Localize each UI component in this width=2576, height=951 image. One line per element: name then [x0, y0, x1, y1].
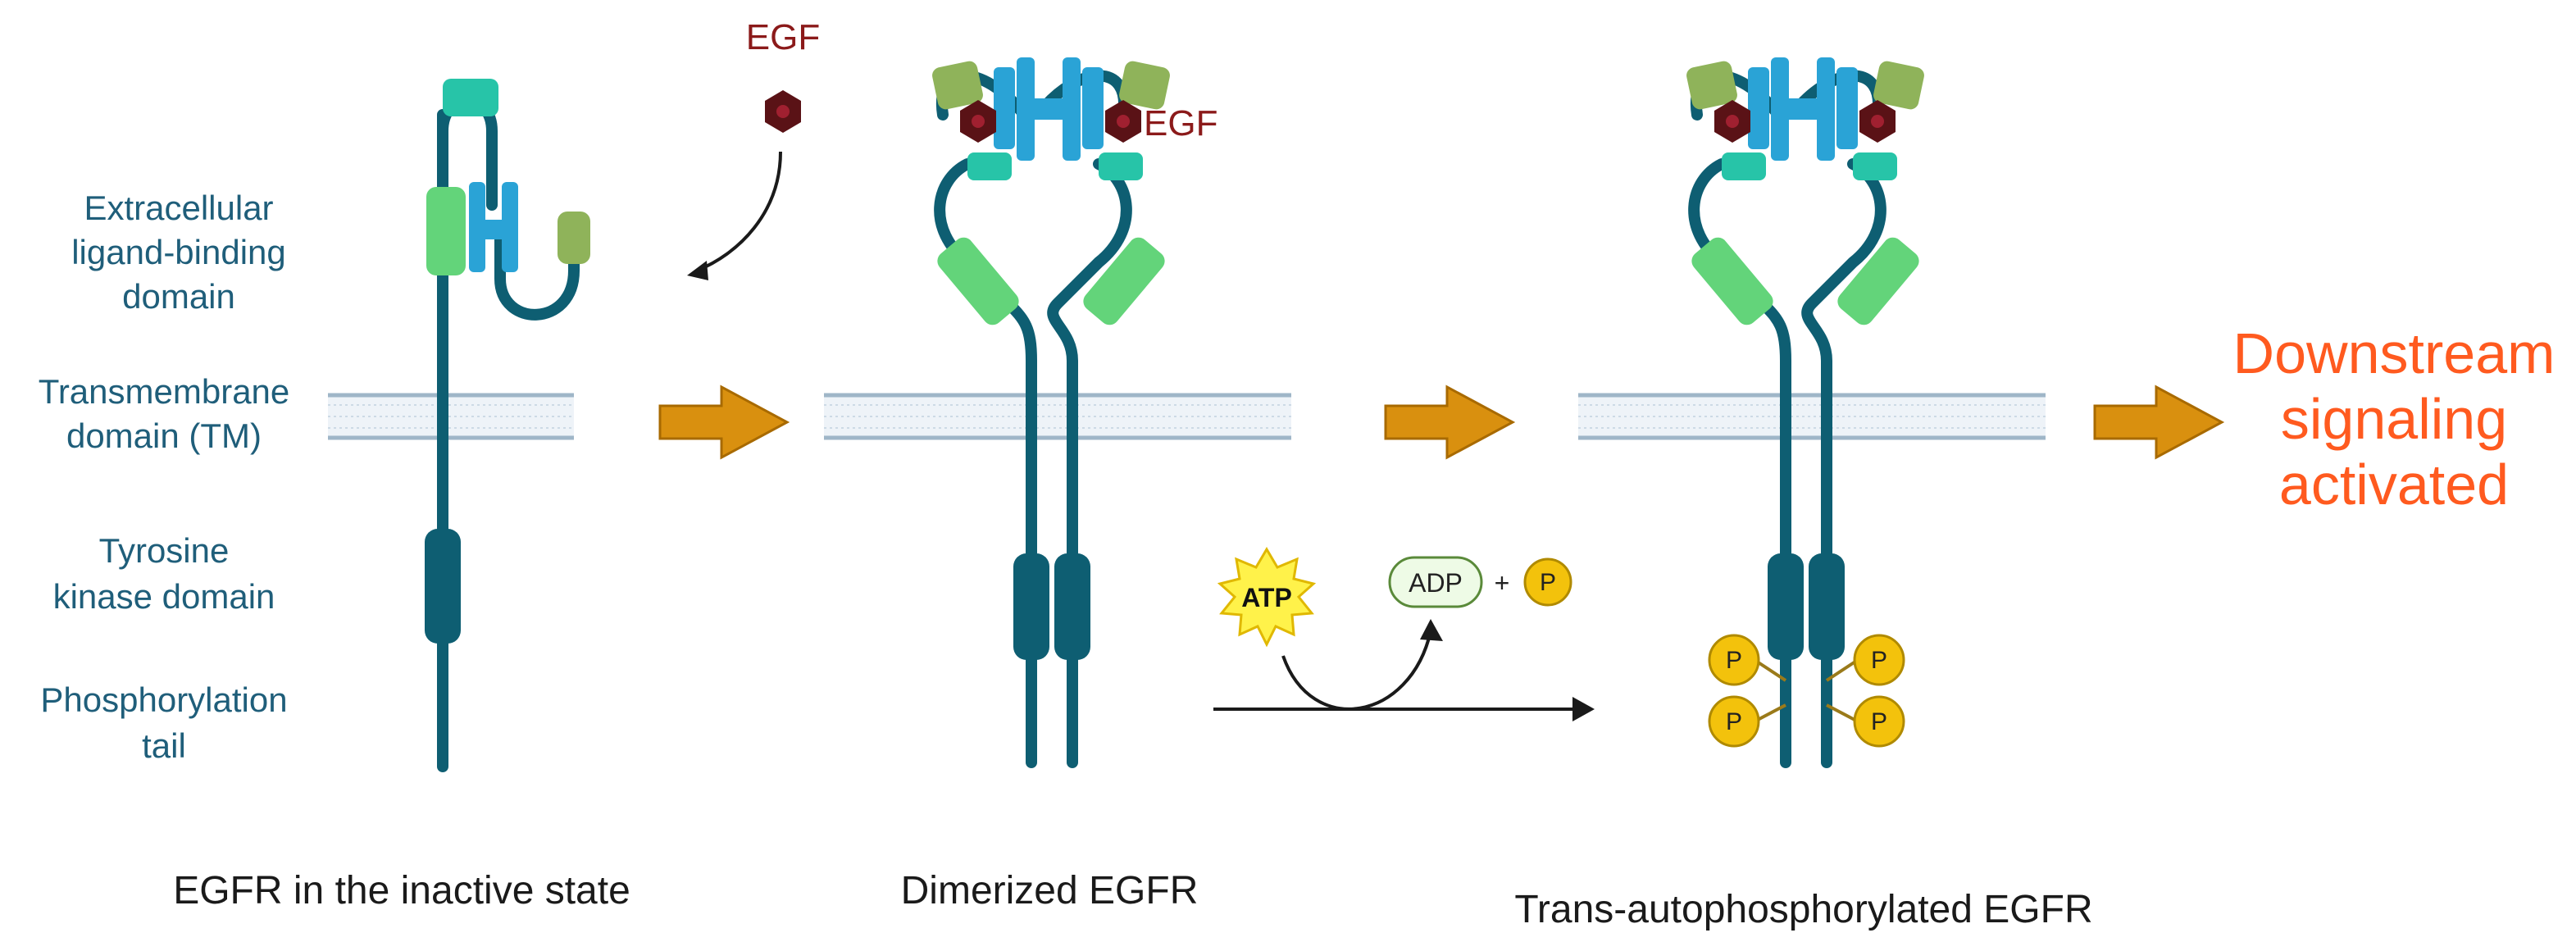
membrane-left [328, 393, 574, 440]
egfr-inactive-receptor [425, 79, 590, 772]
phosphate-label-4: P [1871, 708, 1887, 735]
domain-green-light [426, 187, 466, 275]
label-tail-line1: Phosphorylation [40, 680, 287, 719]
egfr-phosphorylated-dimer [1686, 57, 1924, 768]
adp-pill [1388, 556, 1483, 608]
block-arrow-1 [658, 384, 790, 460]
egf-ligand-free [765, 90, 801, 133]
domain-teal-top [443, 79, 498, 116]
label-extracellular-line1: Extracellular [84, 189, 273, 227]
caption-trans: Trans-autophosphorylated EGFR [1514, 888, 2092, 931]
downstream-line2: signaling [2281, 387, 2507, 451]
egf-free-label: EGF [746, 17, 820, 57]
plus-sign: + [1495, 568, 1510, 598]
phosphate-label-1: P [1726, 647, 1742, 674]
label-transmembrane-line2: domain (TM) [66, 416, 262, 455]
kinase-domain [425, 529, 461, 644]
label-extracellular-line3: domain [122, 277, 235, 316]
atp-starburst [1217, 547, 1317, 648]
egf-bound-label: EGF [1144, 103, 1217, 143]
downstream-line1: Downstream [2233, 321, 2556, 385]
phosphate-label-2: P [1726, 708, 1742, 735]
label-kinase-line2: kinase domain [53, 577, 275, 616]
block-arrow-2 [1384, 384, 1516, 460]
reaction-arrows [1213, 619, 1595, 721]
downstream-line3: activated [2279, 453, 2509, 516]
membrane-middle [824, 393, 1291, 440]
label-extracellular-line2: ligand-binding [71, 233, 286, 271]
adp-label: ADP [1409, 568, 1463, 598]
membrane-right [1578, 393, 2046, 440]
egf-binding-arrow [687, 151, 782, 280]
caption-dimerized: Dimerized EGFR [901, 869, 1199, 912]
label-transmembrane-line1: Transmembrane [39, 372, 290, 411]
block-arrow-3 [2093, 384, 2225, 460]
label-tail-line2: tail [142, 726, 186, 765]
label-kinase-line1: Tyrosine [99, 531, 230, 570]
phosphate-label-3: P [1871, 647, 1887, 674]
domain-cyan [469, 182, 485, 272]
domain-green-olive [558, 212, 590, 264]
phosphate-free-label: P [1540, 569, 1556, 596]
caption-inactive: EGFR in the inactive state [173, 869, 630, 912]
egfr-dimer [932, 57, 1170, 768]
phosphate-free [1523, 557, 1572, 607]
atp-label: ATP [1241, 583, 1292, 612]
